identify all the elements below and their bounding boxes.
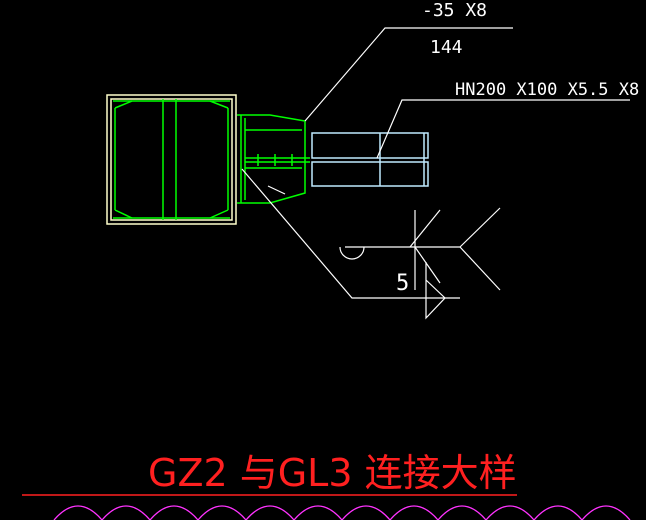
stiffener-line bbox=[114, 100, 133, 109]
plate-outline bbox=[237, 114, 306, 204]
stiffener-line bbox=[209, 100, 229, 109]
weld-symbol-upper-fillet bbox=[414, 246, 441, 284]
weld-symbol-lower-fillet bbox=[425, 262, 446, 320]
leader-lines bbox=[241, 27, 630, 320]
connection-plate bbox=[237, 114, 310, 204]
weld-tail bbox=[459, 207, 501, 248]
beam-leader bbox=[376, 99, 630, 159]
drawing-title: GZ2 与GL3 连接大样 bbox=[148, 451, 517, 495]
h-beam bbox=[311, 132, 429, 187]
column-inner-outline bbox=[110, 98, 233, 221]
stiffener-line bbox=[209, 209, 229, 219]
beam-flange-upper bbox=[311, 132, 429, 159]
plate-spec-label: -35 X8 bbox=[422, 0, 487, 21]
column-outer-outline bbox=[106, 94, 237, 225]
weld-symbol-upper-fillet bbox=[409, 209, 441, 248]
weld-leader-arrow bbox=[267, 185, 286, 195]
weld-leader bbox=[241, 168, 460, 299]
fillet-weld-semicircle-icon bbox=[339, 246, 365, 260]
beam-flange-lower bbox=[311, 161, 429, 187]
beam-section-label: HN200 X100 X5.5 X8 bbox=[455, 80, 639, 100]
weld-size-label: 5 bbox=[396, 271, 409, 296]
stiffener-line bbox=[114, 209, 133, 219]
plate-leader bbox=[304, 27, 513, 122]
plate-length-label: 144 bbox=[430, 37, 463, 58]
break-line-waves bbox=[53, 505, 631, 520]
column-section bbox=[106, 94, 237, 225]
weld-tail bbox=[459, 246, 501, 291]
column-stiffeners bbox=[113, 99, 230, 220]
